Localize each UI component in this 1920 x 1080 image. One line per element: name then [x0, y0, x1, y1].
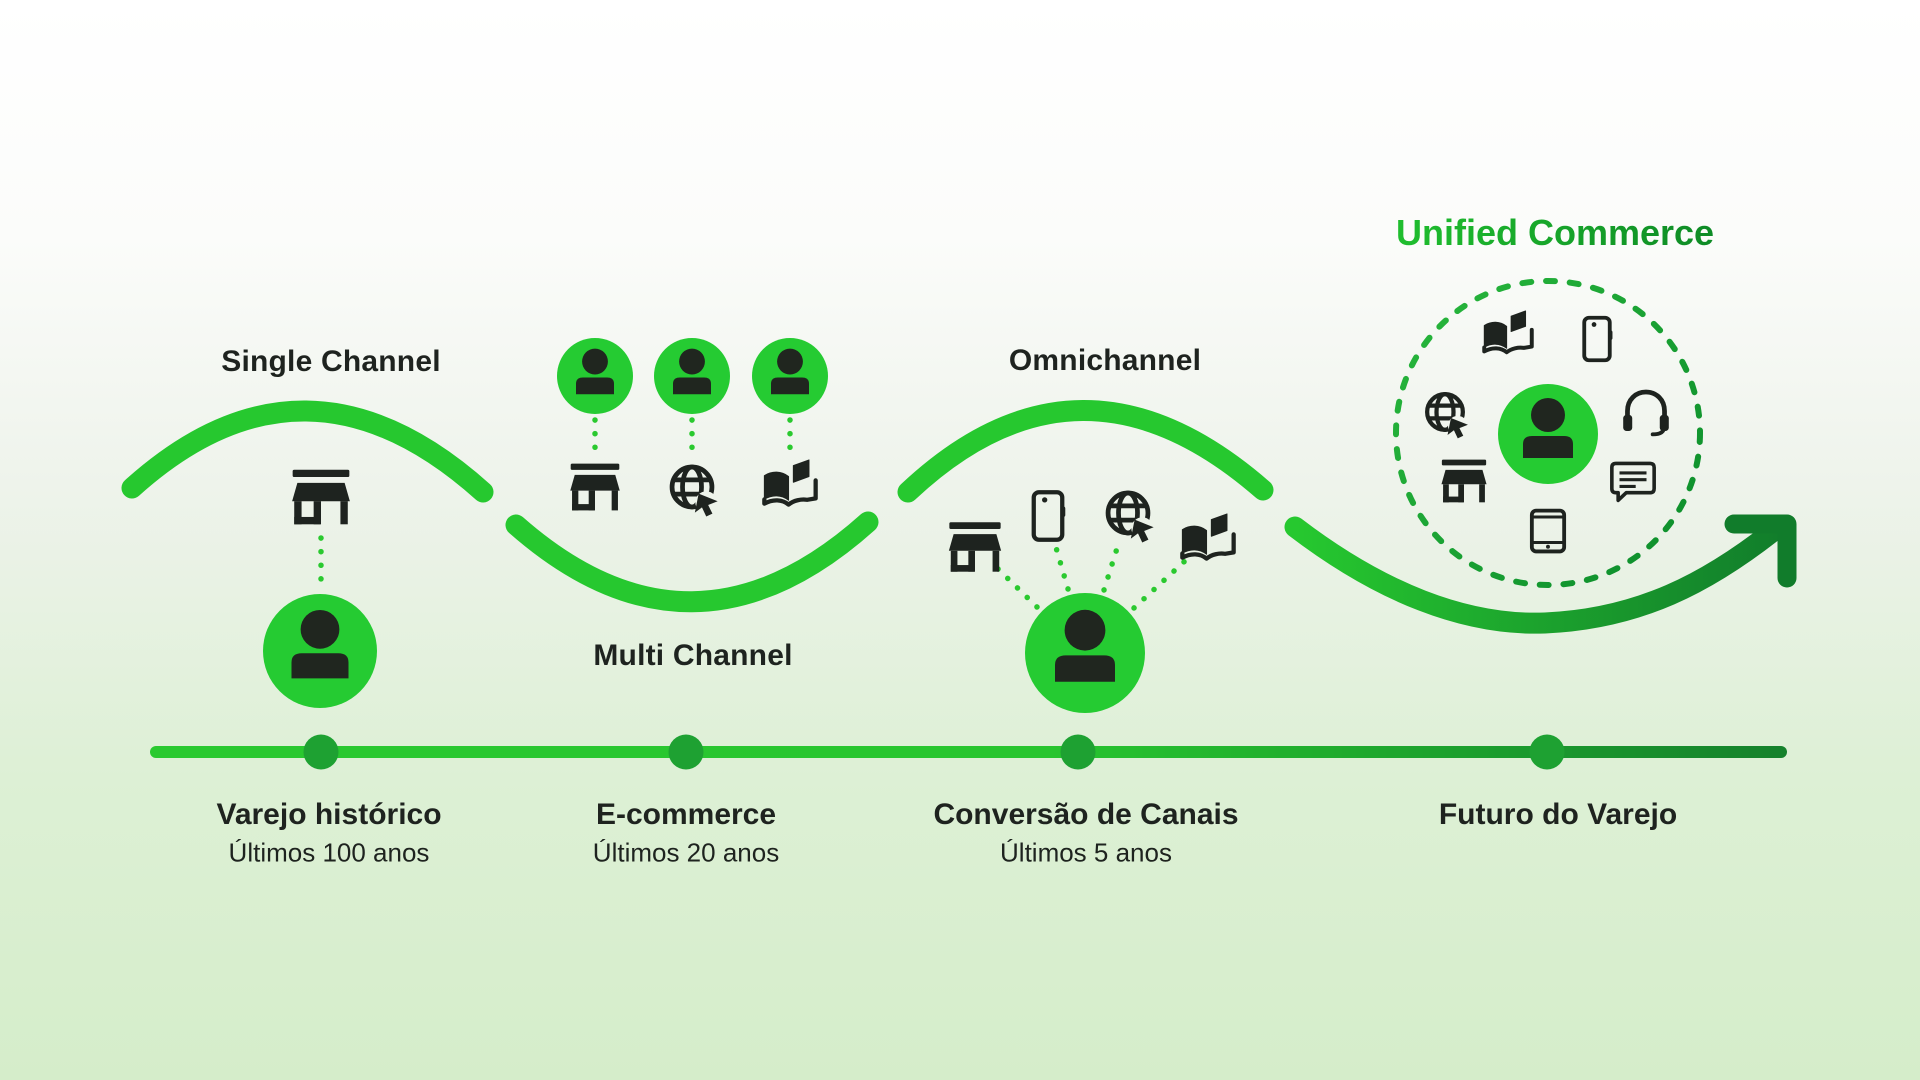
wave-valley-unified [1284, 516, 1783, 634]
customer-circle [557, 338, 633, 414]
timeline-dot-multi [668, 734, 704, 770]
timeline-subtitle-single: Últimos 100 anos [228, 837, 430, 868]
wave-hump-omni [897, 400, 1274, 503]
customer-circle [752, 338, 828, 414]
unified-commerce-title: Unified Commerce [1395, 212, 1715, 253]
storefront-icon [1441, 459, 1487, 503]
web-globe-icon [1427, 394, 1468, 438]
timeline-dot-unified [1529, 734, 1565, 770]
connector-omni-book [1131, 557, 1189, 611]
timeline-subtitle-omni: Últimos 5 anos [1000, 837, 1172, 868]
connector-omni-globe [1101, 539, 1122, 593]
web-globe-icon [1108, 493, 1154, 542]
timeline-dot-single [303, 734, 339, 770]
storefront-icon [292, 469, 350, 525]
multi-channel-label: Multi Channel [593, 639, 793, 672]
catalog-book-icon [1482, 308, 1534, 355]
single-channel-cluster [263, 469, 377, 708]
smartphone-icon [1034, 492, 1066, 540]
customer-circle [1025, 593, 1145, 713]
customer-circle [263, 594, 377, 708]
wave-valley-multi [505, 511, 879, 613]
timeline-title-unified: Futuro do Varejo [1438, 798, 1678, 831]
connector-omni-phone [1052, 541, 1071, 592]
headset-icon [1623, 392, 1669, 434]
omnichannel-label: Omnichannel [1008, 344, 1202, 377]
evolution-wave [121, 400, 1797, 634]
timeline-title-multi: E-commerce [595, 798, 777, 831]
timeline [150, 734, 1787, 770]
catalog-book-icon [764, 460, 815, 505]
unified-dotted-ring [1393, 278, 1703, 588]
chat-bubble-icon [1610, 461, 1656, 503]
unified-commerce-cluster [1393, 278, 1703, 588]
connector-omni-store [992, 563, 1040, 610]
wave-hump-single [121, 400, 494, 503]
catalog-book-icon [1182, 514, 1233, 559]
customer-circle [1498, 384, 1598, 484]
multi-channel-cluster [557, 338, 828, 516]
timeline-subtitle-multi: Últimos 20 anos [592, 837, 780, 868]
growth-arrow-icon [1724, 514, 1797, 588]
customer-circle [654, 338, 730, 414]
omnichannel-cluster [948, 492, 1234, 713]
timeline-title-single: Varejo histórico [216, 798, 442, 831]
web-globe-icon [672, 467, 718, 516]
timeline-dot-omni [1060, 734, 1096, 770]
tablet-icon [1529, 508, 1567, 554]
dotted-connectors [318, 417, 1189, 611]
storefront-icon [570, 463, 620, 511]
timeline-title-omni: Conversão de Canais [933, 798, 1239, 831]
smartphone-icon [1582, 315, 1615, 363]
storefront-icon [948, 522, 1002, 572]
single-channel-label: Single Channel [221, 345, 441, 378]
